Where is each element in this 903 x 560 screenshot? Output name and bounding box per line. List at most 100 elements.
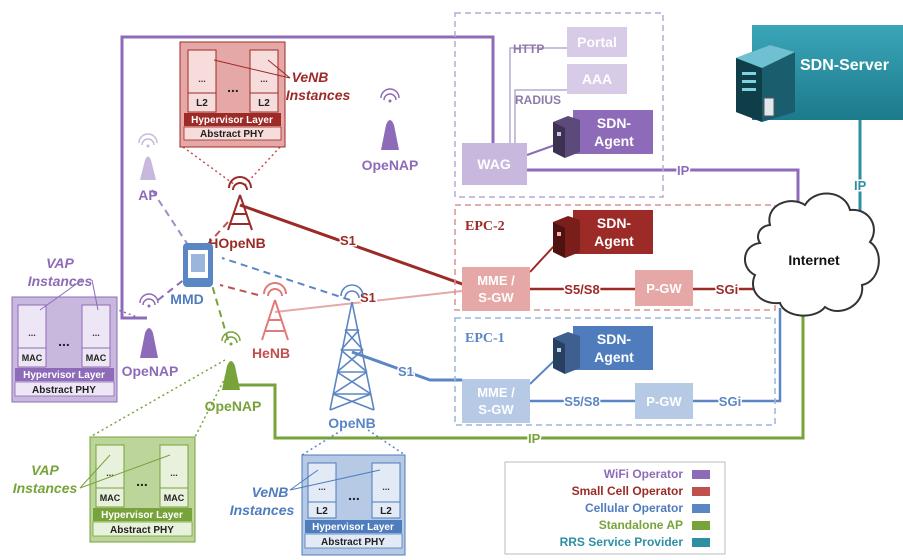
venb-blue-zoom-line [301,429,343,456]
aaa-label: AAA [582,71,612,87]
epc1-agent-box [573,326,653,370]
epc1-s5s8-label: S5/S8 [564,394,599,409]
venb-blue-l2-2: L2 [380,506,392,517]
legend-item: Small Cell Operator [572,484,710,498]
mmd-henb-link [219,284,259,296]
vap-purple-zoom-line [117,309,141,319]
vap-green-title-2: Instances [13,480,78,496]
epc1-title: EPC-1 [465,331,505,346]
vap-purple-pointer-2 [91,279,99,311]
hopenb-label: HOpeNB [208,235,266,251]
venb-top-zoom-line-2 [244,146,281,186]
wag-portal-link [509,47,567,143]
sdn-server-label: SDN-Server [800,57,889,74]
epc2-agent-link [529,244,556,273]
vap-green-title-1: VAP [31,462,59,478]
epc1-agent-link [529,359,556,385]
wag-label: WAG [477,156,511,172]
vap-purple-title-2: Instances [28,273,93,289]
vap-green-mac-2: MAC [164,493,185,503]
vap-green-zoom-line-2 [194,371,229,438]
internet-label: Internet [788,252,840,268]
vap-purple-virt-box [11,296,118,403]
vap-purple-dots-1: ... [28,328,36,338]
venb-red-l2-1: L2 [196,98,208,109]
vap-purple-pointer-1 [39,279,83,311]
mmd-phone-icon [183,243,213,287]
openap-green-label: OpeNAP [205,398,262,414]
vap-green-zoom-line [89,359,226,438]
server-ip-label: IP [854,178,867,193]
openap-green-icon [221,331,241,390]
legend-box [504,461,726,555]
venb-red-title-2: Instances [286,87,351,103]
venb-blue-dots-mid: ... [348,487,360,503]
mmd-ap-link [151,189,189,246]
sdn-server-icon [736,45,795,122]
hopenb-s1-label: S1 [340,233,356,248]
venb-blue-dots-1: ... [318,482,326,492]
epc2-agent-label-2: Agent [594,233,634,249]
bottom-ip-label: IP [528,431,541,446]
legend-swatch-small-cell [692,487,710,496]
vap-purple-hypervisor: Hypervisor Layer [23,370,105,381]
venb-blue-l2-1: L2 [316,506,328,517]
vap-green-pointer-1 [79,454,111,489]
venb-blue-pointer-2 [289,469,381,491]
legend-label-cellular: Cellular Operator [585,501,683,515]
portal-box [567,27,627,57]
vap-purple-dots-2: ... [92,328,100,338]
openb-tower-icon [329,284,375,411]
legend-label-small-cell: Small Cell Operator [572,484,684,498]
venb-blue-abstract-phy: Abstract PHY [321,537,385,548]
vap-purple-dots-mid: ... [58,333,70,349]
epc1-mme-box [462,379,530,423]
epc1-agent-server-icon [553,332,580,374]
legend-swatch-cellular [692,504,710,513]
epc1-pgw-box [635,383,693,419]
epc2-sgi-label: SGi [716,282,738,297]
venb-red-title-1: VeNB [292,69,329,85]
legend-item: Cellular Operator [585,501,710,515]
epc1-box [454,317,776,426]
venb-blue-dots-2: ... [382,482,390,492]
openb-s1-label: S1 [398,364,414,379]
mmd-openap-link [157,274,191,301]
epc2-pgw-box [635,270,693,306]
vap-green-dots-2: ... [170,468,178,478]
vap-green-dots-mid: ... [136,473,148,489]
openap-left-icon [139,293,159,358]
mmd-green-openap-link [211,284,229,341]
epc2-agent-server-icon [553,216,580,258]
epc1-mme-label-1: MME / [477,385,515,400]
openap-top-label: OpeNAP [362,157,419,173]
openap-left-label: OpeNAP [122,363,179,379]
venb-red-l2-2: L2 [258,98,270,109]
vap-green-dots-1: ... [106,468,114,478]
epc1-agent-label-2: Agent [594,349,634,365]
vap-purple-abstract-phy: Abstract PHY [32,385,96,396]
ap-icon [138,133,158,180]
epc2-mme-label-1: MME / [477,273,515,288]
legend-swatch-rrs [692,538,710,547]
vap-green-virt-box [89,436,196,543]
wag-box [462,143,527,185]
venb-blue-virt-box [301,454,406,556]
henb-label: HeNB [252,345,290,361]
mmd-label: MMD [170,291,203,307]
epc1-pgw-label: P-GW [646,394,682,409]
legend-label-standalone: Standalone AP [599,518,683,532]
wag-agent-link [526,144,556,156]
epc2-title: EPC-2 [465,219,505,234]
vap-purple-title-1: VAP [46,255,74,271]
henb-s1-label: S1 [360,290,376,305]
standalone-ip-link [233,315,805,440]
venb-red-virt-box [179,41,286,148]
vap-green-pointer-2 [79,454,171,489]
wifi-backhaul-link [120,35,495,320]
mmd-openb-link [221,257,351,301]
wag-ip-link [527,168,800,206]
legend-swatch-standalone [692,521,710,530]
portal-label: Portal [577,34,617,50]
